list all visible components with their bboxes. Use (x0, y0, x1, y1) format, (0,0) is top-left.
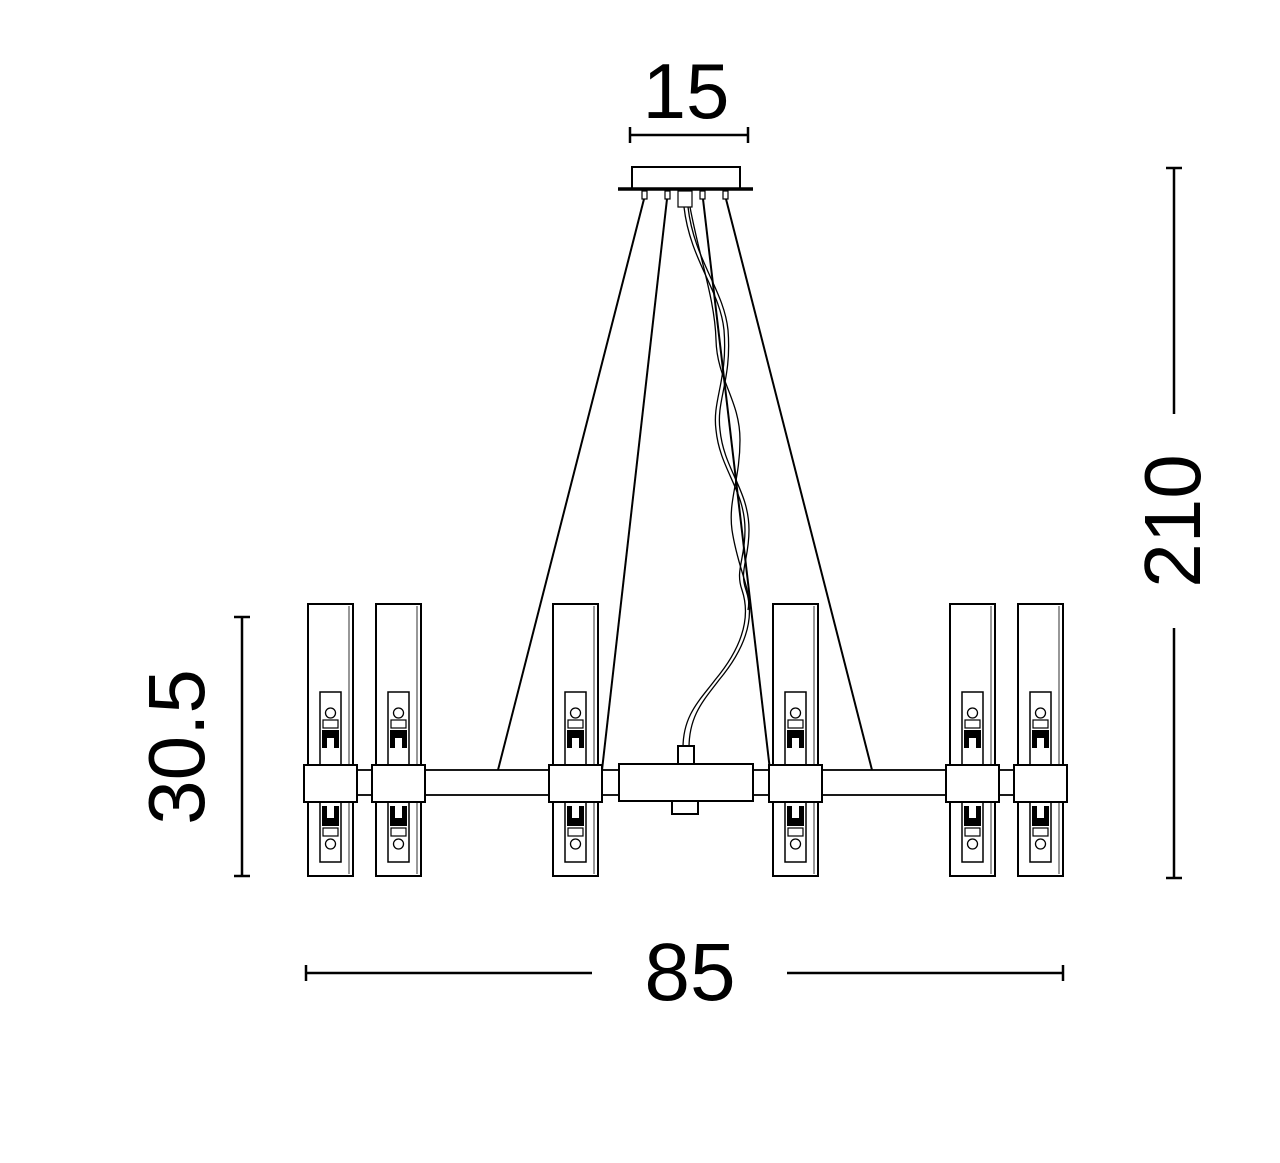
light-columns (303, 603, 1068, 877)
light-column-5 (945, 603, 1000, 877)
dimension-label-fixture-height: 30.5 (132, 669, 221, 825)
dimension-canopy-width: 15 (628, 47, 750, 143)
dimension-label-fixture-width: 85 (644, 927, 735, 1018)
central-junction-box (618, 745, 754, 815)
dimension-total-height (1166, 166, 1182, 880)
power-cord (682, 206, 751, 749)
dimension-fixture-height (234, 615, 250, 878)
light-column-2 (371, 603, 426, 877)
dimension-label-canopy-width: 15 (643, 47, 730, 135)
dimension-fixture-width (304, 965, 1065, 981)
light-column-4 (768, 603, 823, 877)
light-column-3 (548, 603, 603, 877)
light-column-1 (303, 603, 358, 877)
light-column-6 (1013, 603, 1068, 877)
dimension-label-total-height: 210 (1128, 454, 1217, 587)
ceiling-canopy (618, 166, 753, 208)
